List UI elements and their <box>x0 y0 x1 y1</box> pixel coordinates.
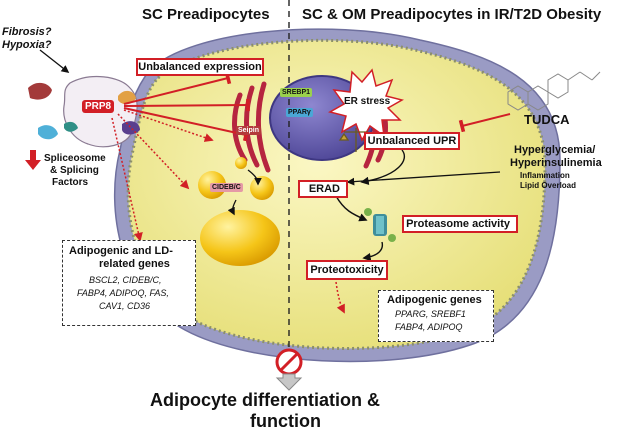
adipogenic-genes-title: Adipogenic genes <box>387 294 482 306</box>
proteotoxicity-box: Proteotoxicity <box>306 260 388 280</box>
fibrosis-question: Fibrosis? <box>2 26 52 38</box>
adipogenic-ld-title: Adipogenic and LD- <box>69 245 173 257</box>
adipogenic-ld-title2: related genes <box>99 258 170 270</box>
factors-label: Factors <box>52 177 89 188</box>
header-sc-preadipocytes: SC Preadipocytes <box>142 6 270 23</box>
splicing-label: & Splicing <box>50 165 99 176</box>
inflammation-label: Inflammation <box>520 171 570 180</box>
tudca-label: TUDCA <box>524 112 570 127</box>
header-sc-om-preadipocytes: SC & OM Preadipocytes in IR/T2D Obesity <box>302 6 602 23</box>
unbalanced-expression-box: Unbalanced expression <box>136 58 264 76</box>
hypoxia-question: Hypoxia? <box>2 39 52 51</box>
prp8-label: PRP8 <box>82 100 115 113</box>
ppary-label: PPARγ <box>286 108 313 117</box>
fragment-blue <box>38 125 58 140</box>
srebp1-label: SREBP1 <box>280 88 313 97</box>
proteasome-activity-box: Proteasome activity <box>402 215 518 233</box>
proteasome-icon <box>364 208 396 242</box>
lipid-droplet-large <box>200 210 280 266</box>
cideb-label: CIDEB/C <box>210 183 243 192</box>
lipid-droplet <box>250 176 274 200</box>
adipogenic-genes-box: Adipogenic genes PPARG, SREBF1 FABP4, AD… <box>378 290 494 342</box>
tudca-molecule-icon <box>507 71 601 111</box>
erad-box: ERAD <box>298 180 348 198</box>
lipid-overload-label: Lipid Overload <box>520 181 577 190</box>
down-arrow-icon <box>275 373 303 391</box>
adipogenic-gene-list: FABP4, ADIPOQ <box>395 322 463 332</box>
spliceosome-label: Spliceosome <box>44 153 106 164</box>
hyperinsulinemia-label: Hyperinsulinemia <box>510 157 602 169</box>
unbalanced-upr-box: Unbalanced UPR <box>364 132 460 150</box>
er-stress-label: ER stress <box>344 96 391 107</box>
fragment-red <box>28 82 52 100</box>
outcome-line2: function <box>250 411 321 431</box>
fragment-purple <box>122 121 140 135</box>
ld-gene-list: CAV1, CD36 <box>99 301 151 311</box>
down-arrow-icon <box>25 150 41 170</box>
ld-gene-list: FABP4, ADIPOQ, FAS, <box>77 288 169 298</box>
hyperglycemia-label: Hyperglycemia/ <box>514 144 596 156</box>
seipin-label: Seipin <box>236 126 262 135</box>
outcome-line1: Adipocyte differentiation & <box>150 390 381 410</box>
fragment-orange <box>118 90 136 105</box>
lipid-droplet-small <box>235 157 247 169</box>
prohibited-icon <box>275 348 303 376</box>
adipogenic-ld-genes-box: Adipogenic and LD- related genes BSCL2, … <box>62 240 196 326</box>
ld-gene-list: BSCL2, CIDEB/C, <box>89 275 162 285</box>
adipogenic-gene-list: PPARG, SREBF1 <box>395 309 466 319</box>
fragment-teal <box>64 121 78 132</box>
